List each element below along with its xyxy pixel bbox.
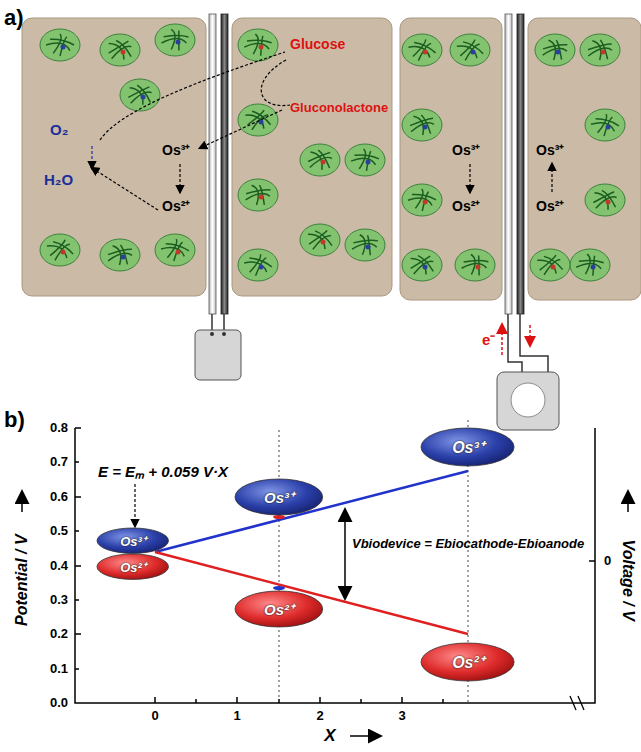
protein-blob	[402, 184, 442, 216]
chart-label: 0.6	[50, 490, 68, 505]
ellipse-outline	[97, 528, 169, 553]
protein-blob	[455, 249, 495, 281]
voltage-arrow	[344, 510, 346, 598]
protein-blob	[40, 234, 80, 266]
protein-blob	[585, 184, 625, 216]
chart-label: 0	[151, 709, 158, 724]
protein-structures	[40, 24, 625, 281]
anode-potential-line	[155, 552, 468, 634]
chart-label: 0.0	[50, 696, 68, 711]
protein-blob	[345, 144, 385, 176]
ion-label: Os³⁺	[234, 487, 324, 507]
protein-blob	[570, 249, 610, 281]
ion-label: Os³⁺	[420, 436, 515, 458]
ellipse-outline	[421, 428, 514, 466]
diagram-label: e⁻	[482, 331, 495, 348]
chart-label: 2	[316, 709, 323, 724]
chart-label: E = Eₘ + 0.059 V·X	[98, 463, 228, 480]
diagram-label: Os³⁺	[452, 142, 480, 158]
protein-blob	[300, 144, 340, 176]
protein-blob	[402, 249, 442, 281]
enzyme-slab	[22, 18, 641, 300]
protein-blob	[585, 109, 625, 141]
protein-blob	[100, 34, 140, 66]
chart-label: 0.8	[50, 421, 68, 436]
chart-label: X	[324, 726, 335, 746]
chart-label: 0	[604, 554, 611, 569]
diagram-label: Os²⁺	[162, 198, 190, 214]
chart-label: Vbiodevice = Ebiocathode-Ebioanode	[352, 537, 584, 552]
formula-pointer	[134, 484, 135, 526]
ellipse-outline	[235, 479, 323, 515]
os-ion-ellipse: Os²⁺	[234, 590, 324, 628]
diagram-label: Os³⁺	[162, 142, 190, 158]
chart-label: 0.7	[50, 455, 68, 470]
os-ion-ellipse: Os³⁺	[96, 527, 170, 554]
chart-label: Potential / V	[13, 534, 31, 626]
device-box	[195, 330, 559, 430]
protein-blob	[530, 249, 570, 281]
protein-blob	[402, 109, 442, 141]
chart-label: 0.3	[50, 593, 68, 608]
chart-label: Voltage / V	[619, 539, 637, 620]
protein-blob	[450, 34, 490, 66]
mediator-arrows	[92, 52, 552, 210]
protein-blob	[155, 234, 195, 266]
chart-label: b)	[4, 407, 25, 432]
ellipse-outline	[421, 643, 514, 681]
os-ion-ellipse: Os³⁺	[234, 478, 324, 516]
diagram-label: O₂	[50, 121, 68, 138]
chart-axes	[75, 428, 595, 710]
diagram-label: Os²⁺	[536, 198, 564, 214]
chart-label: 0.4	[50, 559, 68, 574]
electrodes	[209, 14, 524, 314]
protein-blob	[238, 249, 278, 281]
diagram-label: H₂O	[44, 171, 73, 188]
diagram-label: Os²⁺	[452, 198, 480, 214]
protein-blob	[120, 79, 160, 111]
contact-dots	[273, 515, 285, 590]
protein-blob	[238, 104, 278, 136]
diagram-label: a)	[4, 5, 24, 30]
ion-label: Os²⁺	[420, 651, 515, 673]
protein-blob	[345, 229, 385, 261]
protein-blob	[535, 34, 575, 66]
ellipse-outline	[97, 554, 169, 579]
protein-blob	[155, 24, 195, 56]
protein-blob	[238, 29, 278, 61]
diagram-label: Gluconolactone	[290, 101, 388, 116]
os-ion-ellipse: Os²⁺	[96, 553, 170, 580]
electron-arrows	[502, 325, 530, 355]
diagram-label: Os³⁺	[536, 142, 564, 158]
chart-label: 3	[398, 709, 405, 724]
protein-blob	[100, 239, 140, 271]
chart-label: 0.1	[50, 662, 68, 677]
axis-arrows	[22, 492, 628, 736]
protein-blob	[40, 29, 80, 61]
ion-label: Os²⁺	[96, 558, 170, 576]
protein-blob	[402, 34, 442, 66]
chart-label: 0.5	[50, 524, 68, 539]
chart-label: 0.2	[50, 627, 68, 642]
protein-blob	[580, 34, 620, 66]
protein-blob	[300, 224, 340, 256]
os-ion-ellipse: Os²⁺	[420, 642, 515, 682]
chart-label: 1	[233, 709, 240, 724]
ion-label: Os³⁺	[96, 532, 170, 550]
ion-label: Os²⁺	[234, 599, 324, 619]
wires	[212, 314, 548, 372]
diagram-label: Glucose	[290, 36, 345, 52]
os-ion-ellipse: Os³⁺	[420, 427, 515, 467]
protein-blob	[238, 179, 278, 211]
ellipse-outline	[235, 591, 323, 627]
